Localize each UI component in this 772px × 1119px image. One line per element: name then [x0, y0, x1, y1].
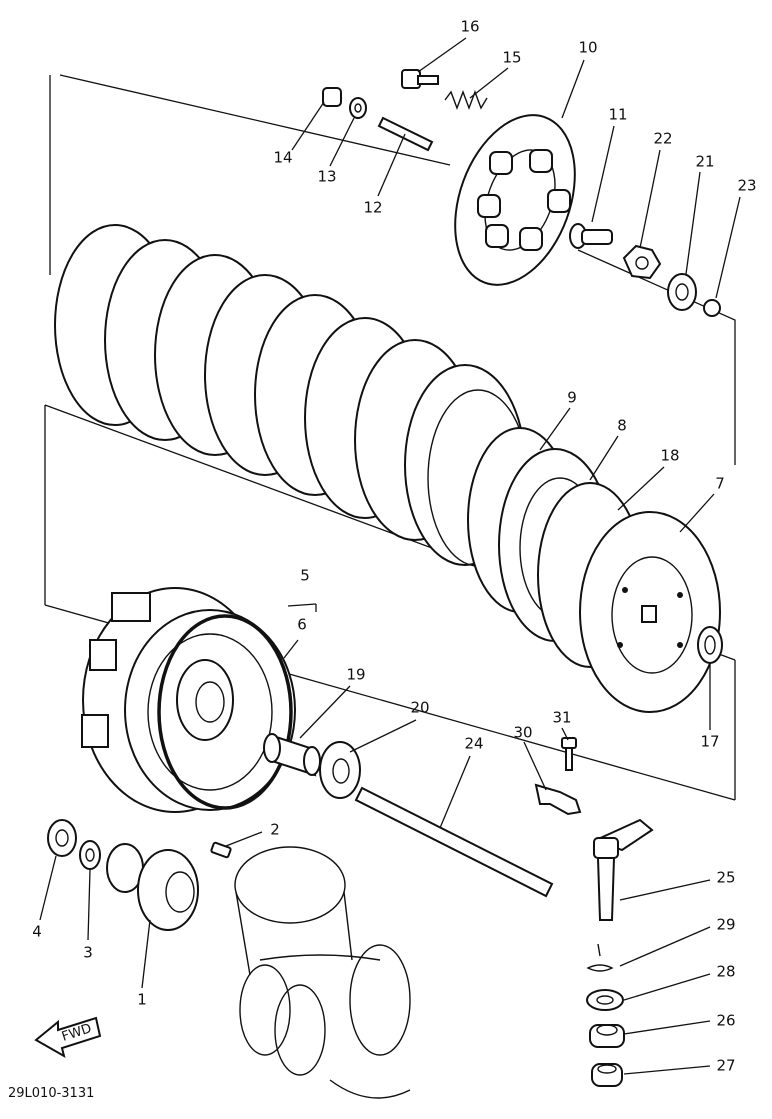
- diagram-code: 29L010-3131: [8, 1086, 94, 1101]
- spring-part-15: [444, 90, 488, 110]
- primary-drive-gear-part-1: [106, 843, 199, 931]
- part-label-21: 21: [695, 153, 714, 171]
- part-label-16: 16: [460, 18, 479, 36]
- screw-part-16: [401, 69, 439, 89]
- part-label-6: 6: [297, 616, 307, 634]
- clutch-plate-stack: [54, 224, 529, 567]
- crankshaft-background: [234, 846, 411, 1099]
- part-label-22: 22: [653, 130, 672, 148]
- pressure-plate-part: [454, 114, 576, 286]
- part-label-10: 10: [578, 39, 597, 57]
- part-label-14: 14: [273, 149, 292, 167]
- key-part-2: [210, 841, 232, 859]
- o-ring-part-6: [157, 614, 293, 810]
- part-label-15: 15: [502, 49, 521, 67]
- part-label-24: 24: [464, 735, 483, 753]
- nut-part-14: [322, 87, 342, 107]
- push-lever-shaft-part-25: [593, 818, 654, 921]
- leader-lines: [39, 37, 741, 1075]
- part-label-31: 31: [552, 709, 571, 727]
- lock-washer-part-21: [667, 273, 697, 311]
- part-label-8: 8: [617, 417, 627, 435]
- part-number-labels: 16 15 10 14 13 12 11 22 21 23 9 8 18 7 5…: [32, 18, 756, 1075]
- bearing-part-26: [589, 1024, 625, 1048]
- push-rod-part-12: [377, 116, 434, 152]
- part-label-28: 28: [716, 963, 735, 981]
- part-label-13: 13: [317, 168, 336, 186]
- washer-part-20: [319, 741, 361, 799]
- push-rod-part-24: [354, 786, 554, 898]
- part-label-20: 20: [410, 699, 429, 717]
- part-label-2: 2: [270, 821, 280, 839]
- part-label-27: 27: [716, 1057, 735, 1075]
- washer-part-3: [79, 840, 101, 870]
- bearing-part-27: [591, 1063, 623, 1087]
- part-label-7: 7: [715, 475, 725, 493]
- pressure-disc-part-7: [579, 511, 721, 713]
- part-label-4: 4: [32, 923, 42, 941]
- part-label-12: 12: [363, 199, 382, 217]
- circlip-part-17: [697, 626, 723, 664]
- part-label-23: 23: [737, 177, 756, 195]
- part-label-30: 30: [513, 724, 532, 742]
- clutch-housing-part-5: [81, 587, 296, 813]
- nut-part-4: [47, 819, 77, 857]
- spacer-part-19: [263, 733, 321, 777]
- washer-part-13: [349, 97, 367, 119]
- bracket-part-30: [534, 783, 582, 816]
- nut-part-22: [622, 244, 662, 280]
- forward-arrow-icon: FWD: [34, 1016, 102, 1059]
- part-label-11: 11: [608, 106, 627, 124]
- part-label-26: 26: [716, 1012, 735, 1030]
- part-label-25: 25: [716, 869, 735, 887]
- part-label-5: 5: [300, 567, 310, 585]
- part-label-18: 18: [660, 447, 679, 465]
- part-label-29: 29: [716, 916, 735, 934]
- part-label-19: 19: [346, 666, 365, 684]
- screw-part-31: [561, 737, 577, 771]
- oil-seal-part-28: [586, 989, 624, 1011]
- ball-part-23: [703, 299, 721, 317]
- push-rod-part-11: [569, 223, 613, 249]
- return-spring-part-29: [586, 943, 614, 972]
- part-label-3: 3: [83, 944, 93, 962]
- part-label-1: 1: [137, 991, 147, 1009]
- part-label-9: 9: [567, 389, 577, 407]
- part-label-17: 17: [700, 733, 719, 751]
